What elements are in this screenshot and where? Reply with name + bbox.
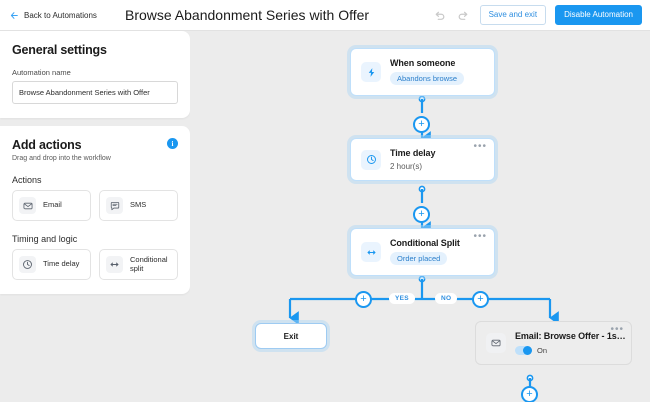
split-arrows-icon xyxy=(106,256,123,274)
add-actions-panel: Add actions Drag and drop into the workf… xyxy=(0,126,190,295)
action-tile-time-delay[interactable]: Time delay xyxy=(12,249,91,281)
add-step-button-2[interactable]: + xyxy=(413,206,430,223)
clock-icon xyxy=(361,149,381,170)
sidebar: General settings Automation name Add act… xyxy=(0,31,190,302)
timing-tile-row: Time delay Conditional split xyxy=(12,249,178,281)
node-time-delay-menu-icon[interactable]: ••• xyxy=(473,141,487,152)
envelope-icon xyxy=(19,197,36,214)
action-tile-conditional-split[interactable]: Conditional split xyxy=(99,249,178,281)
action-tile-email-label: Email xyxy=(43,200,62,210)
action-tile-sms-label: SMS xyxy=(130,200,147,210)
action-tile-conditional-split-label: Conditional split xyxy=(130,255,168,273)
back-link-label: Back to Automations xyxy=(24,10,97,20)
page-title: Browse Abandonment Series with Offer xyxy=(125,7,370,23)
back-to-automations-link[interactable]: Back to Automations xyxy=(10,11,97,20)
add-step-button-1[interactable]: + xyxy=(413,116,430,133)
node-email-title: Email: Browse Offer - 1s… xyxy=(515,331,626,341)
workflow-connectors xyxy=(288,95,559,389)
add-step-button-no-branch[interactable]: + xyxy=(472,291,489,308)
save-and-exit-button[interactable]: Save and exit xyxy=(479,5,547,25)
actions-group-label: Actions xyxy=(12,175,42,185)
node-time-delay-title: Time delay xyxy=(390,148,436,158)
automation-name-label: Automation name xyxy=(12,68,71,77)
envelope-icon xyxy=(486,333,506,353)
branch-label-no: NO xyxy=(435,293,458,304)
node-time-delay[interactable]: ••• Time delay 2 hour(s) xyxy=(350,138,495,181)
action-tile-email[interactable]: Email xyxy=(12,190,91,221)
actions-tile-row: Email SMS xyxy=(12,190,178,221)
split-arrows-icon xyxy=(361,242,381,262)
undo-icon[interactable] xyxy=(432,8,447,23)
node-conditional-split[interactable]: ••• Conditional Split Order placed xyxy=(350,228,495,276)
node-email-toggle-label: On xyxy=(537,346,548,355)
branch-label-yes: YES xyxy=(389,293,415,304)
action-tile-time-delay-label: Time delay xyxy=(43,259,80,269)
action-tile-sms[interactable]: SMS xyxy=(99,190,178,221)
add-actions-subtitle: Drag and drop into the workflow xyxy=(12,155,111,162)
node-email-toggle[interactable] xyxy=(515,346,532,355)
node-exit[interactable]: Exit xyxy=(255,323,327,349)
node-conditional-split-pill: Order placed xyxy=(390,252,448,265)
chat-bubble-icon xyxy=(106,197,123,214)
arrow-left-icon xyxy=(10,11,18,19)
node-email-menu-icon[interactable]: ••• xyxy=(610,324,624,335)
timing-group-label: Timing and logic xyxy=(12,234,78,244)
general-settings-panel: General settings Automation name xyxy=(0,31,190,118)
clock-icon xyxy=(19,256,36,274)
node-exit-label: Exit xyxy=(283,331,299,341)
lightning-bolt-icon xyxy=(361,62,381,82)
workflow-canvas[interactable]: When someone Abandons browse + ••• Time … xyxy=(190,31,650,402)
automation-name-input[interactable] xyxy=(12,81,178,104)
node-conditional-split-menu-icon[interactable]: ••• xyxy=(473,231,487,242)
general-settings-title: General settings xyxy=(12,43,107,57)
disable-automation-button[interactable]: Disable Automation xyxy=(555,5,642,25)
add-step-button-after-email[interactable]: + xyxy=(521,386,538,402)
add-actions-title: Add actions xyxy=(12,138,82,152)
node-conditional-split-title: Conditional Split xyxy=(390,238,460,248)
node-trigger-pill: Abandons browse xyxy=(390,72,465,85)
topbar-actions: Save and exit Disable Automation xyxy=(432,5,642,25)
node-time-delay-subtitle: 2 hour(s) xyxy=(390,162,423,171)
add-step-button-yes-branch[interactable]: + xyxy=(355,291,372,308)
info-icon[interactable]: i xyxy=(167,138,178,149)
redo-icon[interactable] xyxy=(456,8,471,23)
node-email-browse-offer[interactable]: ••• Email: Browse Offer - 1s… On xyxy=(475,321,632,365)
node-trigger-when-someone[interactable]: When someone Abandons browse xyxy=(350,48,495,96)
top-bar: Back to Automations Browse Abandonment S… xyxy=(0,0,650,31)
toggle-knob xyxy=(523,346,532,355)
node-trigger-title: When someone xyxy=(390,58,456,68)
